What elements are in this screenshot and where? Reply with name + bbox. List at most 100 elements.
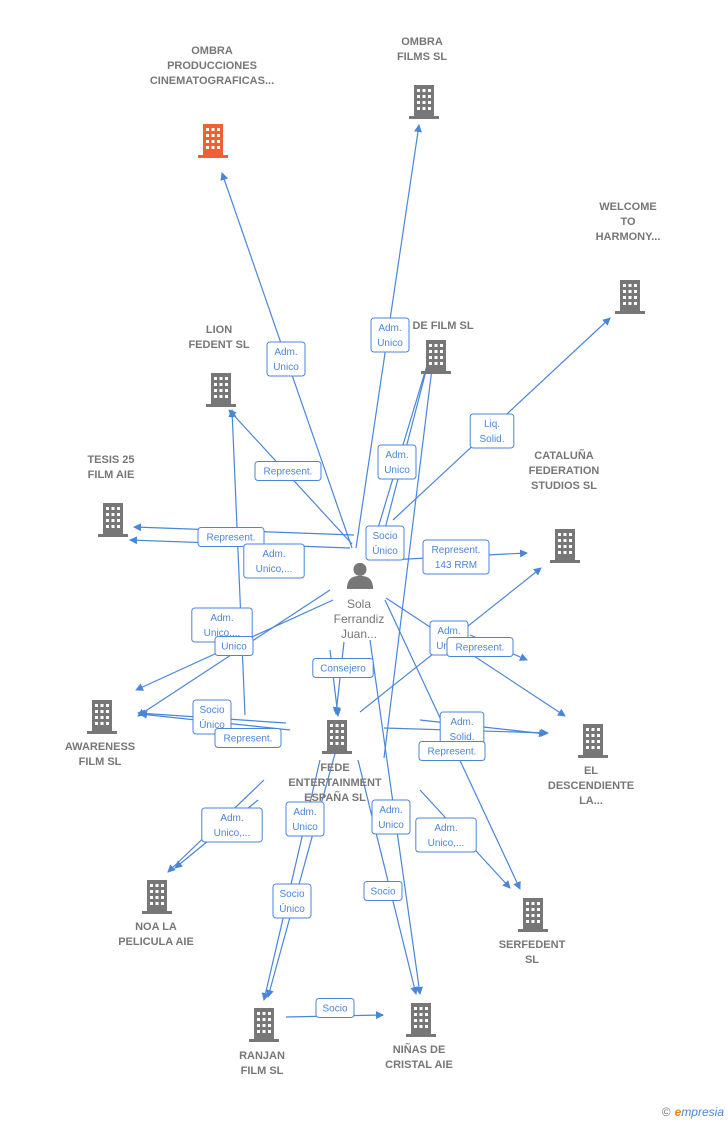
company-node-ombra_films[interactable]: OMBRA FILMS SL [397,36,447,119]
company-node-ombra_prod[interactable]: OMBRAPRODUCCIONESCINEMATOGRAFICAS... [150,45,274,158]
edge-label-e10[interactable]: Adm.Unico,... [191,607,253,643]
edge-label-e11[interactable]: Unico [214,636,254,656]
edge-label-text: Adm. [379,805,402,816]
building-icon [518,898,548,932]
edge-labels: Adm.UnicoAdm.UnicoLiq.Solid.Adm.UnicoRep… [191,317,515,1018]
edge-label-text: Unico [384,465,410,476]
edge-label-e1[interactable]: Adm.Unico [266,341,306,377]
footer-brand[interactable]: ©empresia [662,1105,724,1119]
company-name-line: STUDIOS SL [531,480,597,492]
edge-label-box [285,801,325,837]
person-name-line: Juan... [341,627,377,641]
edge-label-text: Represent. [207,533,256,544]
edge-label-e3[interactable]: Liq.Solid. [469,413,515,449]
edge-label-text: Adm. [210,613,233,624]
edge-label-text: Represent. [456,643,505,654]
edge-label-text: Único [199,718,225,731]
building-icon [87,700,117,734]
edge-label-text: Único [279,902,305,915]
company-name-line: FEDERATION [529,465,600,477]
edge-label-text: 143 RRM [435,560,477,571]
edge-label-e14[interactable]: Consejero [312,658,374,678]
edge-label-box [377,444,417,480]
company-name-line: FILM SL [241,1065,284,1077]
building-icon [142,880,172,914]
edge-label-e4[interactable]: Adm. Unico [377,444,417,480]
edge-label-text: Adm. [378,323,401,334]
edge-label-text: Unico [377,338,403,349]
edge-label-box [315,998,355,1018]
edge-label-text: Adm. [293,807,316,818]
company-node-welcome[interactable]: WELCOMETOHARMONY... [596,201,661,314]
company-node-de_film[interactable]: DE FILM SL [412,320,474,374]
company-name-line: FILMS SL [397,51,447,63]
edge-label-e5[interactable]: Represent. [254,461,322,481]
company-name-line: NOA LA [135,921,177,933]
company-name-line: TESIS 25 [87,454,134,466]
edge-label-e19[interactable]: Adm.Unico,... [201,807,263,843]
edge-label-e18[interactable]: Represent. [418,741,486,761]
edge-arrow [266,749,337,998]
edge-label-text: Adm. [385,450,408,461]
company-name-line: PRODUCCIONES [167,60,257,72]
edge-label-e20[interactable]: Adm. Unico [285,801,325,837]
edge-label-e22[interactable]: Adm.Unico,... [415,817,477,853]
edge-label-e25[interactable]: Socio [315,998,355,1018]
company-name-line: ESPAÑA SL [304,791,366,804]
edge-label-text: Socio [279,889,304,900]
edge-label-e17[interactable]: Adm.Solid. [439,711,485,747]
company-node-descendiente[interactable]: ELDESCENDIENTELA... [548,724,634,807]
person-node-sola[interactable]: SolaFerrandizJuan... [334,562,385,641]
edge-label-box [243,543,305,579]
edge-label-box [192,699,232,735]
edge-label-box [266,341,306,377]
company-node-tesis[interactable]: TESIS 25 FILM AIE [87,454,135,537]
edge-label-e2[interactable]: Adm. Unico [370,317,410,353]
edge-label-e7[interactable]: Adm. Unico,... [243,543,305,579]
edge-label-e24[interactable]: Socio [363,881,403,901]
building-icon [322,720,352,754]
company-name-line: FILM AIE [88,469,135,481]
building-icon [406,1003,436,1037]
edge-label-text: Adm. [262,549,285,560]
copyright-symbol: © [661,1105,671,1119]
edge-label-e6[interactable]: Represent. [197,527,265,547]
edge-label-e9[interactable]: Represent. 143 RRM [422,539,490,575]
edge-label-text: Unico [292,822,318,833]
edge-label-text: Adm. [450,717,473,728]
edge-label-text: Solid. [479,434,504,445]
company-name-line: CRISTAL AIE [385,1059,453,1071]
edge-label-e21[interactable]: Adm. Unico [371,799,411,835]
edge-label-box [371,799,411,835]
edge-label-text: Unico,... [256,564,293,575]
edge-label-e16[interactable]: Represent. [214,728,282,748]
edge-label-text: Represent. [432,545,481,556]
person-name-line: Ferrandiz [334,612,385,626]
edge-label-text: Consejero [320,664,366,675]
edge-label-e13[interactable]: Represent. [446,637,514,657]
building-icon [615,280,645,314]
edge-label-box [214,636,254,656]
person-icon [346,562,374,589]
edge-label-box [365,525,405,561]
company-name-line: LION [206,324,232,336]
edge-label-text: Unico,... [428,838,465,849]
building-icon [249,1008,279,1042]
brand-initial: e [674,1105,682,1119]
edge-label-text: Unico [221,642,247,653]
company-name-line: OMBRA [401,36,443,48]
edge-label-text: Unico [378,820,404,831]
edge-label-box [312,658,374,678]
